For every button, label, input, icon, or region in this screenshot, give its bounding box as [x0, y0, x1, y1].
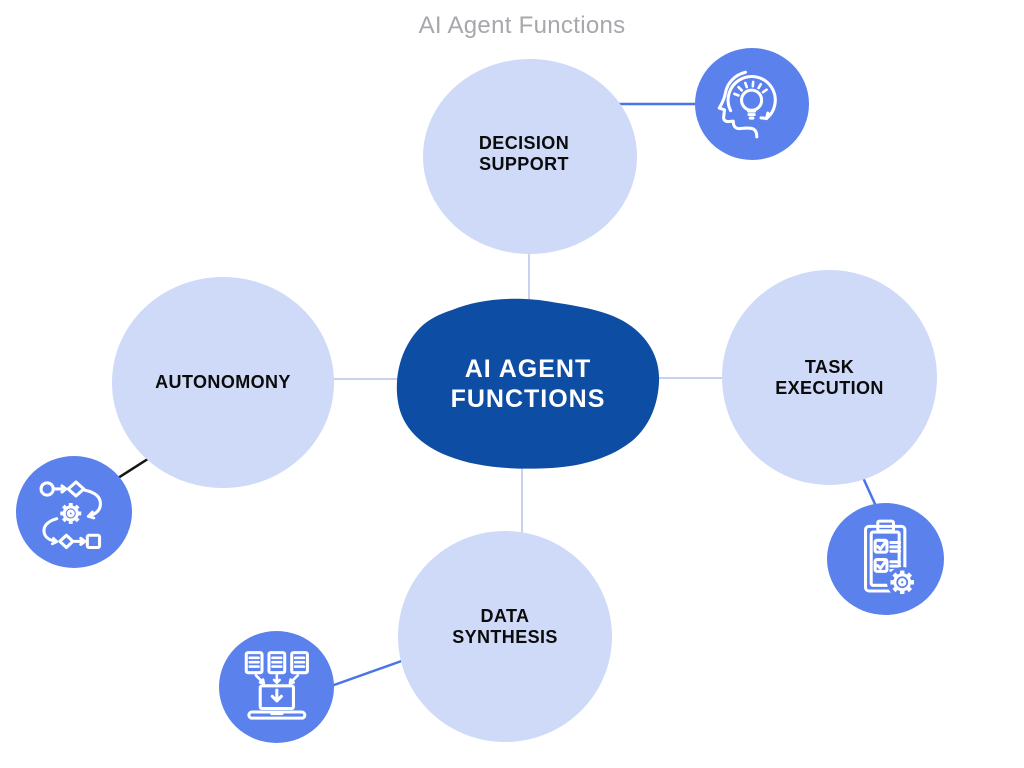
node-decision-support-label: DECISION SUPPORT: [478, 132, 570, 174]
documents-download-laptop-icon: [219, 631, 334, 743]
documents-download-laptop-icon-glyph: [244, 651, 309, 720]
head-lightbulb-arrow-icon-glyph: [717, 71, 777, 139]
center-topic-blob: [396, 298, 660, 469]
clipboard-checklist-gear-icon: [827, 503, 944, 615]
node-task-execution-label: TASK EXECUTION: [775, 356, 884, 398]
head-lightbulb-arrow-icon: [695, 48, 809, 160]
process-flow-gear-icon-glyph: [39, 480, 102, 550]
blob-shape: [396, 298, 660, 469]
node-data-synthesis-label: DATA SYNTHESIS: [452, 605, 558, 647]
clipboard-checklist-gear-icon-glyph: [863, 519, 918, 598]
node-data-synthesis: DATA SYNTHESIS: [398, 531, 612, 742]
center-topic-label: AI AGENT FUNCTIONS: [450, 355, 606, 413]
node-task-execution: TASK EXECUTION: [722, 270, 937, 485]
node-autonomomy-label: AUTONOMONY: [155, 372, 291, 393]
node-decision-support: DECISION SUPPORT: [423, 59, 637, 254]
node-autonomomy: AUTONOMONY: [112, 277, 334, 488]
page-title: AI Agent Functions: [418, 12, 626, 39]
process-flow-gear-icon: [16, 456, 132, 568]
connector-data-icon: [319, 656, 411, 692]
